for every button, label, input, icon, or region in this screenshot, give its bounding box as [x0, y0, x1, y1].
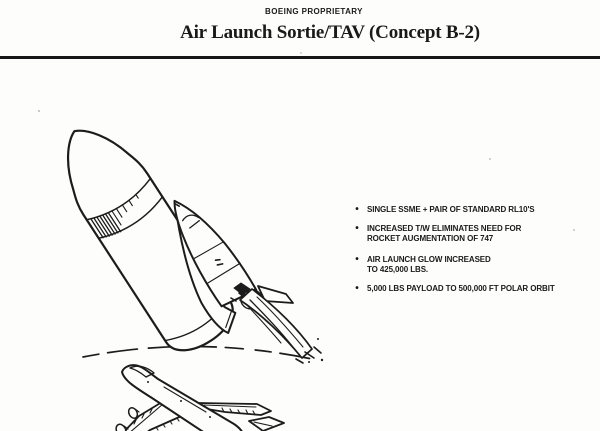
rocket-exhaust-plume [239, 288, 324, 364]
list-item: • INCREASED T/W ELIMINATES NEED FOR ROCK… [353, 224, 599, 244]
title-divider-rule [0, 56, 600, 59]
tav-far-wing [257, 285, 294, 304]
747-upper-deck-hump [129, 365, 155, 378]
bullet-icon: • [355, 204, 359, 215]
page-title: Air Launch Sortie/TAV (Concept B-2) [180, 22, 480, 43]
list-item: • SINGLE SSME + PAIR OF STANDARD RL10'S [353, 205, 599, 215]
bullet-line: AIR LAUNCH GLOW INCREASED [367, 255, 491, 264]
bullet-line: 5,000 LBS PAYLOAD TO 500,000 FT POLAR OR… [367, 284, 555, 293]
bullet-line: SINGLE SSME + PAIR OF STANDARD RL10'S [367, 205, 535, 214]
747-engine-pods [115, 407, 140, 431]
list-item: • AIR LAUNCH GLOW INCREASED TO 425,000 L… [353, 255, 599, 275]
747-tail-fin [248, 416, 285, 431]
intertank-band [85, 177, 164, 239]
bullet-icon: • [355, 223, 359, 234]
tav-fuselage [173, 199, 258, 308]
boeing-747-drawing [115, 364, 285, 431]
air-launch-illustration [66, 129, 324, 431]
bullet-icon: • [355, 283, 359, 294]
bullet-list: • SINGLE SSME + PAIR OF STANDARD RL10'S … [353, 205, 599, 294]
bullet-line: ROCKET AUGMENTATION OF 747 [367, 234, 494, 243]
bullet-line: INCREASED T/W ELIMINATES NEED FOR [367, 224, 522, 233]
tav-canopy [182, 214, 200, 229]
bullet-icon: • [355, 254, 359, 265]
tav-spaceplane-drawing [173, 199, 258, 334]
external-tank-drawing [66, 129, 234, 352]
list-item: • 5,000 LBS PAYLOAD TO 500,000 FT POLAR … [353, 284, 599, 294]
bullet-line: TO 425,000 LBS. [367, 265, 429, 274]
classification-banner: BOEING PROPRIETARY [265, 7, 363, 16]
scan-speck [38, 110, 40, 112]
